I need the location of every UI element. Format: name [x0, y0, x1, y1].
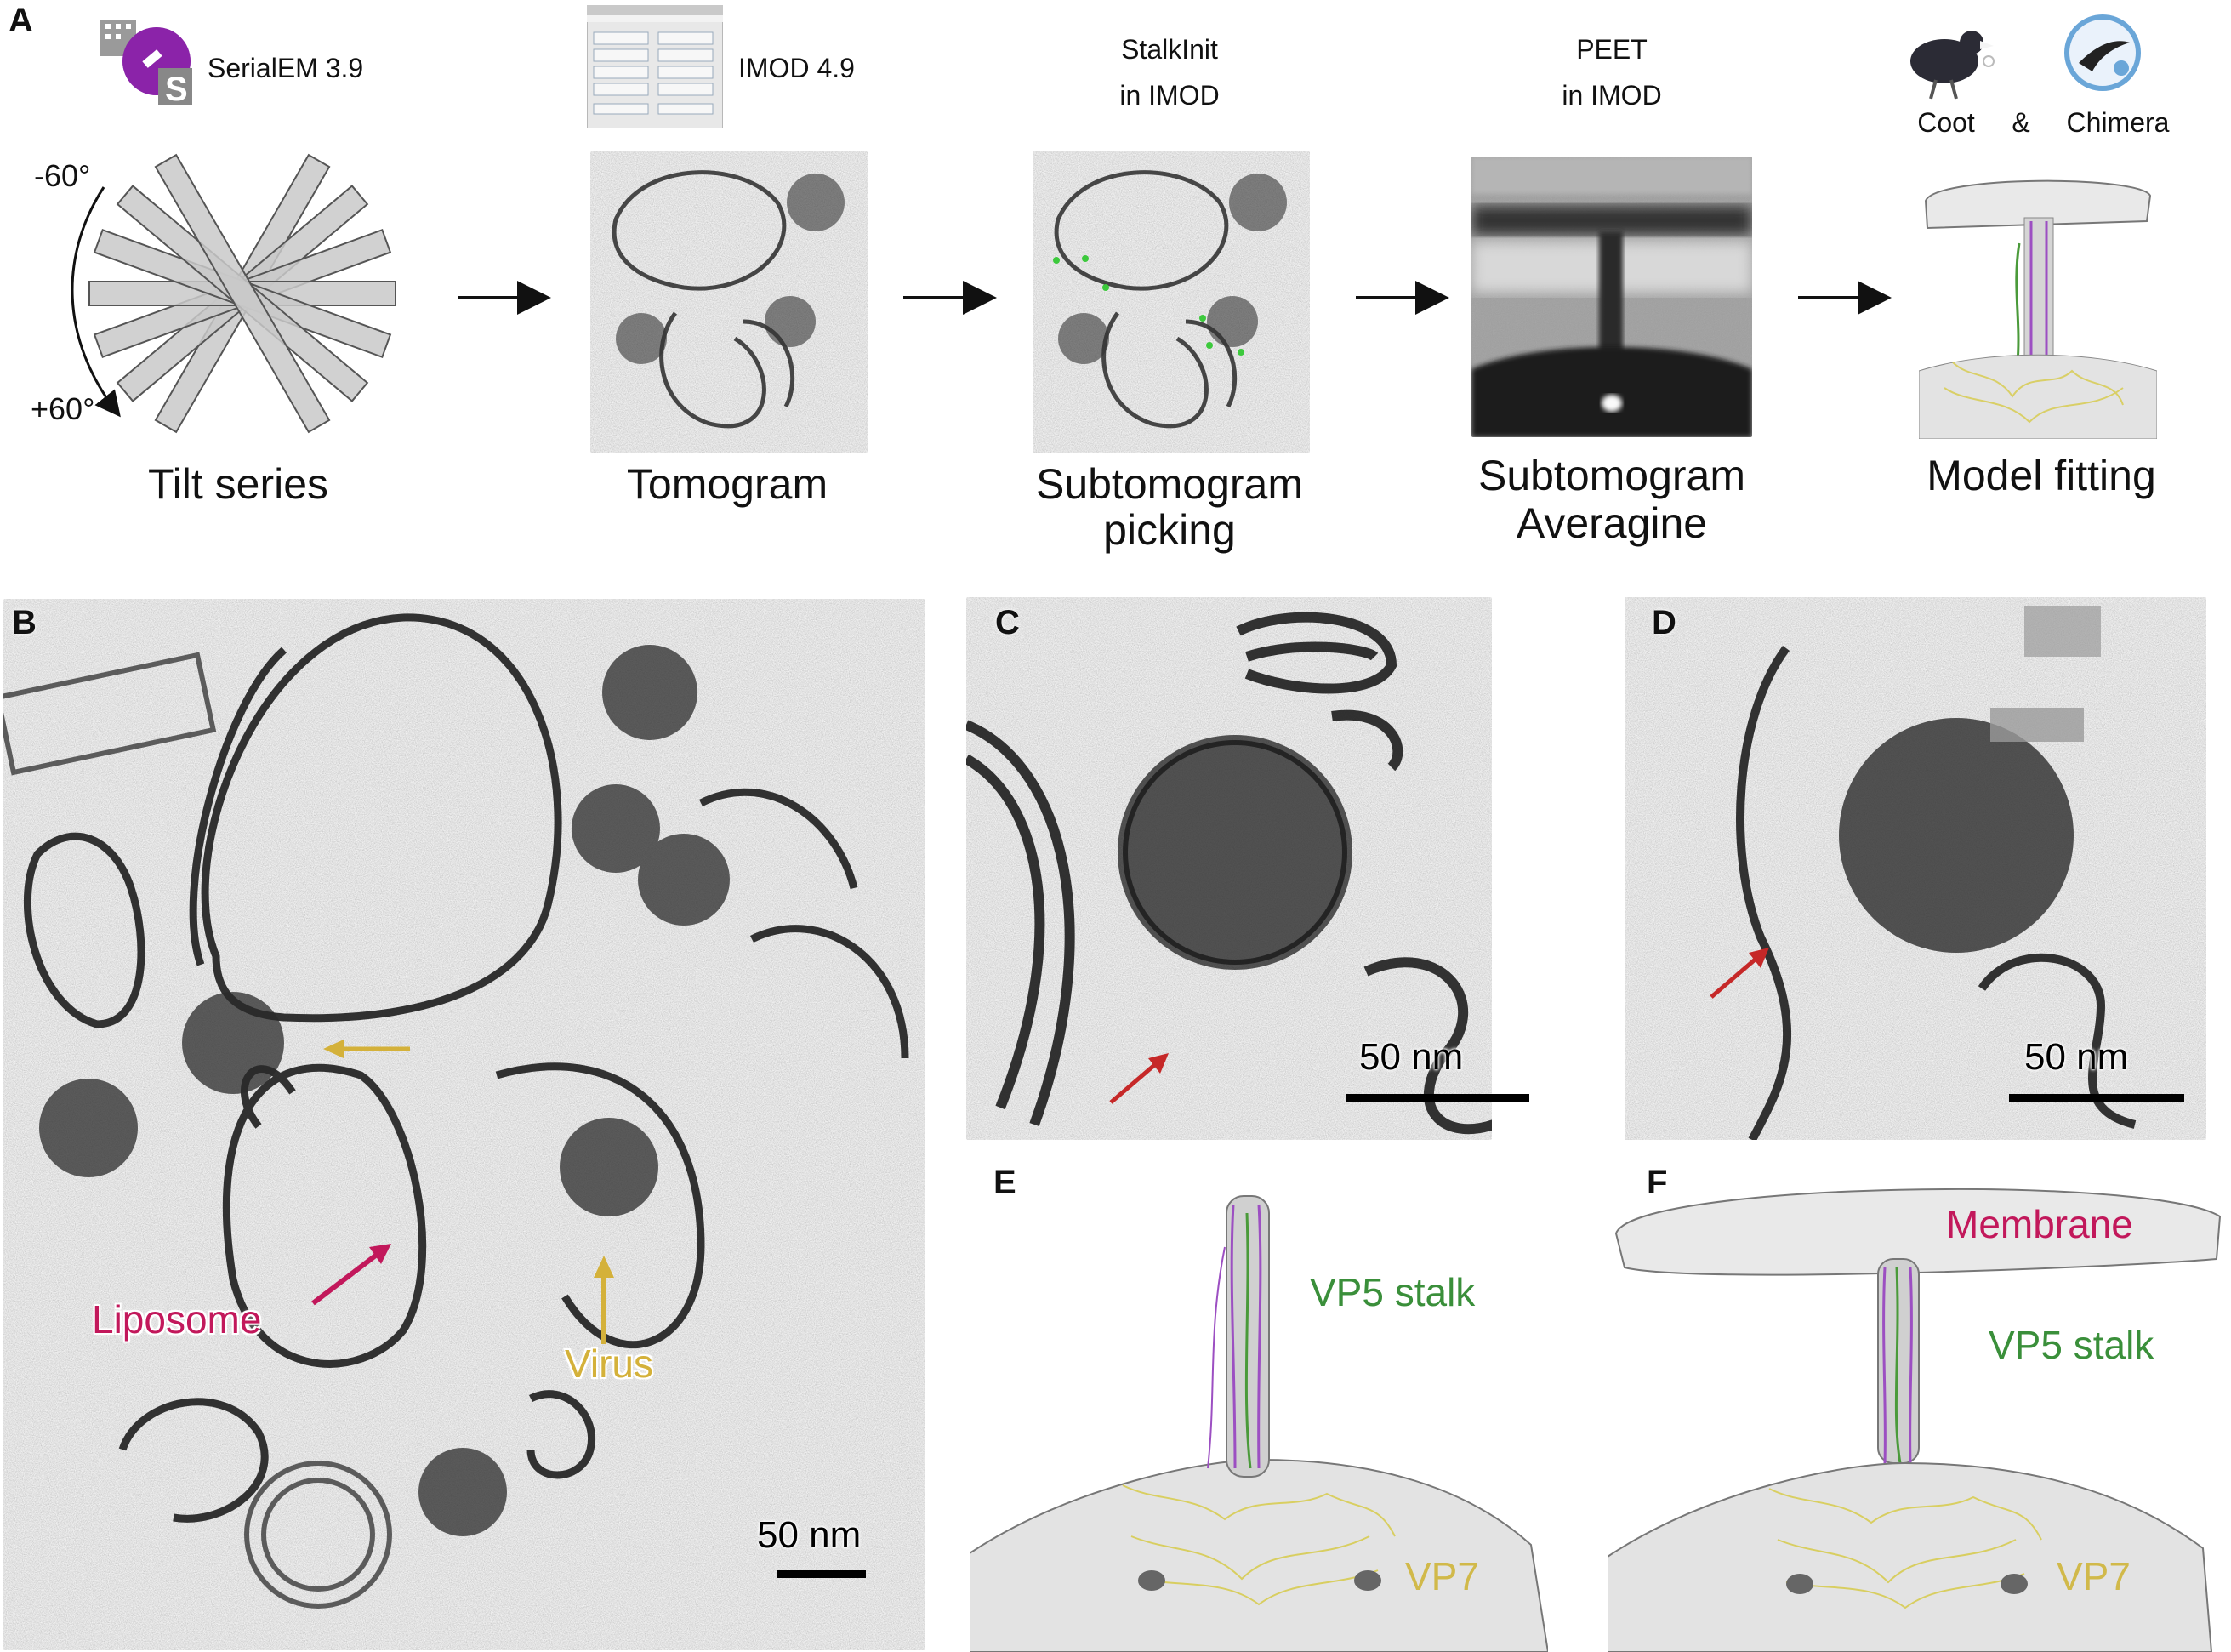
panel-e-stalk-label: VP5 stalk [1310, 1270, 1476, 1314]
chimera-logo-icon [2064, 14, 2141, 91]
stalkinit-label-line1: StalkInit [1121, 34, 1218, 65]
panel-c-red-arrow [1109, 1053, 1169, 1104]
coot-label: Coot [1917, 107, 1975, 138]
panel-f-stalk-label: VP5 stalk [1989, 1323, 2154, 1367]
model-fitting-image [1918, 167, 2158, 440]
panel-d-scale-bar [2009, 1094, 2184, 1102]
flow-arrow-3 [1356, 281, 1449, 315]
step-averaging-line2: Averagine [1516, 499, 1708, 547]
panel-d-image [1625, 597, 2206, 1140]
tomogram-image [590, 151, 868, 453]
panel-e-vp7-label: VP7 [1405, 1554, 1479, 1598]
panel-b-tomogram [3, 599, 925, 1650]
panel-label-f: F [1647, 1164, 1668, 1201]
step-tilt-series: Tilt series [147, 460, 329, 508]
liposome-label: Liposome [92, 1297, 262, 1342]
virus-label: Virus [565, 1342, 653, 1386]
panel-c-scale-bar [1346, 1094, 1529, 1102]
liposome-arrow [311, 1244, 391, 1306]
chimera-label: Chimera [2066, 107, 2170, 138]
panel-label-e: E [993, 1164, 1016, 1201]
ampersand-label: & [2012, 107, 2030, 138]
subtomogram-average-image [1471, 157, 1752, 437]
peet-label-line2: in IMOD [1562, 80, 1662, 111]
panel-f-membrane-label: Membrane [1946, 1202, 2133, 1246]
imod-label: IMOD 4.9 [738, 53, 855, 83]
panel-f-model [1608, 1188, 2222, 1652]
flow-arrow-1 [458, 281, 551, 315]
tilt-minus-label: -60° [34, 158, 91, 193]
step-averaging-line1: Subtomogram [1477, 452, 1746, 499]
step-picking-line1: Subtomogram [1035, 460, 1304, 508]
tilt-plus-label: +60° [31, 391, 95, 426]
panel-b-yellow-arrow [323, 1040, 410, 1058]
panel-e-model [970, 1195, 1548, 1652]
panel-b-scale-bar [777, 1570, 866, 1578]
panel-d-red-arrow [1710, 948, 1769, 999]
step-tomogram: Tomogram [626, 460, 828, 508]
panel-d-scale-label: 50 nm [2024, 1036, 2129, 1078]
coot-bird-icon [1910, 31, 1995, 100]
serialem-logo-icon: S [100, 20, 192, 108]
imod-window-icon [587, 5, 723, 128]
step-picking-line2: picking [1103, 506, 1236, 554]
peet-label-line1: PEET [1576, 34, 1648, 65]
stalkinit-label-line2: in IMOD [1119, 80, 1220, 111]
panel-b-scale-label: 50 nm [757, 1514, 862, 1556]
panel-label-b: B [12, 604, 37, 641]
serialem-label: SerialEM 3.9 [208, 53, 364, 83]
svg-text:S: S [165, 71, 188, 108]
step-model-fitting: Model fitting [1927, 452, 2156, 499]
panel-label-c: C [995, 604, 1020, 641]
virus-arrow [594, 1256, 614, 1344]
flow-arrow-4 [1798, 281, 1892, 315]
panel-label-a: A [9, 2, 33, 39]
subtomogram-picking-image [1033, 151, 1310, 453]
panel-c-image [966, 597, 1492, 1140]
panel-label-d: D [1652, 604, 1676, 641]
panel-c-scale-label: 50 nm [1359, 1036, 1464, 1078]
panel-f-vp7-label: VP7 [2057, 1554, 2131, 1598]
tilt-series-diagram [71, 153, 396, 434]
flow-arrow-2 [903, 281, 997, 315]
